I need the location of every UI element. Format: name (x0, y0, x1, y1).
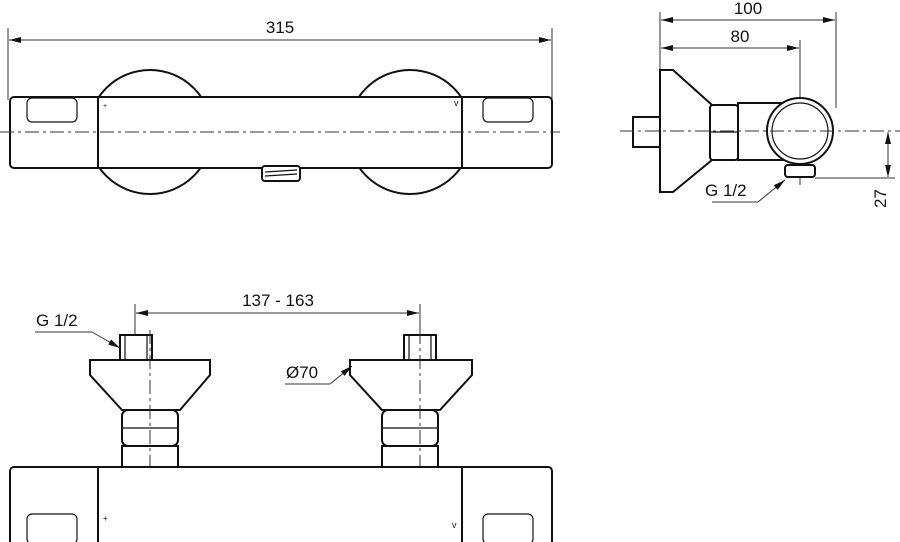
inlet-right (349, 334, 473, 471)
temperature-scale-icon: + (103, 514, 108, 523)
chevron-icon: v (452, 520, 457, 530)
temperature-scale-icon: + (103, 103, 107, 110)
handle-grip-left (26, 97, 78, 123)
thread-label-outlet: G 1/2 (705, 181, 747, 200)
dimension-label-length: 315 (266, 18, 294, 37)
mixer-body-front (9, 466, 553, 542)
chevron-icon: v (454, 98, 459, 108)
handle-grip-right (482, 97, 534, 123)
dimension-label-80: 80 (731, 27, 750, 46)
thread-label-inlet: G 1/2 (36, 311, 78, 330)
inlet-stub (632, 116, 661, 148)
dimension-label-100: 100 (734, 0, 762, 18)
outlet-thread (261, 165, 301, 182)
dimension-label-spacing: 137 - 163 (242, 291, 314, 310)
side-view: 100 80 27 G 1/2 (620, 0, 900, 208)
bottom-view: 137 - 163 + v G 1/2 Ø7 (9, 291, 553, 542)
dimension-label-27: 27 (871, 189, 890, 208)
diameter-label-flange: Ø70 (286, 363, 318, 382)
top-view: 315 + v (0, 18, 560, 195)
